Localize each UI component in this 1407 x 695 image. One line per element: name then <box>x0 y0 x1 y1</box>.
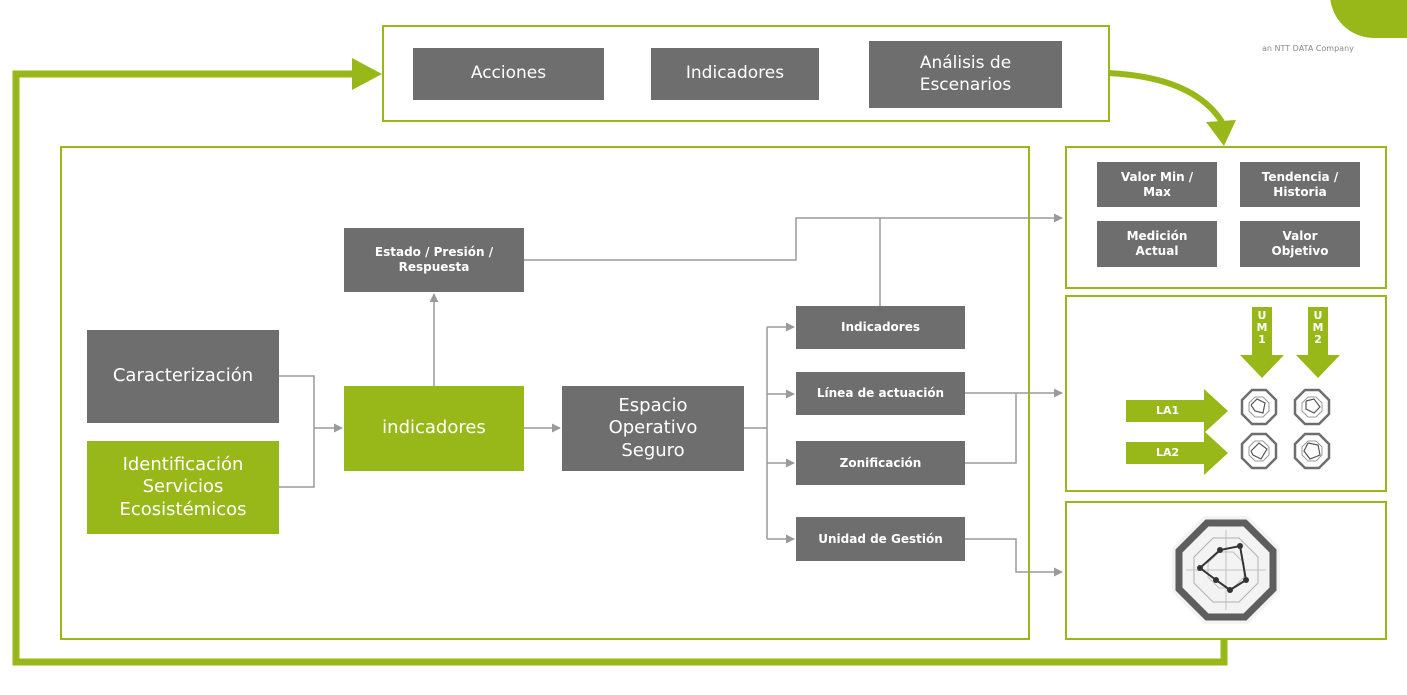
acciones-box: Acciones <box>413 48 604 100</box>
unidad-gestion-box: Unidad de Gestión <box>796 517 965 561</box>
espacio-operativo-seguro-box: Espacio Operativo Seguro <box>562 386 744 471</box>
large-radar-icon <box>1172 516 1280 624</box>
mini-radar-icon <box>1293 388 1331 426</box>
medicion-actual-box: Medición Actual <box>1097 221 1217 267</box>
caracterizacion-box: Caracterización <box>87 330 279 423</box>
tendencia-historia-box: Tendencia / Historia <box>1240 162 1360 207</box>
la1-arrow <box>1126 389 1228 433</box>
wire-estado-to-metrics <box>524 213 1063 261</box>
um1-label: U M 1 <box>1256 309 1268 346</box>
linea-actuacion-box: Línea de actuación <box>796 372 965 415</box>
analisis-escenarios-box: Análisis de Escenarios <box>869 41 1062 108</box>
zonificacion-box: Zonificación <box>796 441 965 485</box>
la1-label: LA1 <box>1156 404 1180 417</box>
mini-radar-icon <box>1240 432 1278 470</box>
wire-zonificacion-out <box>965 393 1017 464</box>
company-tagline-text: an NTT DATA Company <box>1262 44 1354 53</box>
metrics-panel-frame <box>1065 146 1387 289</box>
company-tagline: an NTT DATA Company <box>1262 44 1354 53</box>
valor-min-max-box: Valor Min / Max <box>1097 162 1217 207</box>
indicadores-center-box: indicadores <box>344 386 524 471</box>
valor-objetivo-box: Valor Objetivo <box>1240 221 1360 267</box>
feedback-loop-arrow <box>12 58 1228 666</box>
la2-label: LA2 <box>1156 446 1180 459</box>
scenario-output-arrow <box>1107 70 1236 146</box>
identificacion-servicios-box: Identificación Servicios Ecosistémicos <box>87 441 279 534</box>
estado-presion-respuesta-box: Estado / Presión / Respuesta <box>344 228 524 292</box>
mini-radar-icon <box>1293 432 1331 470</box>
management-units-panel-frame <box>1065 295 1387 492</box>
wire-identificacion <box>279 428 315 488</box>
la2-arrow <box>1126 431 1228 475</box>
mini-radar-icon <box>1240 388 1278 426</box>
um2-arrow <box>1296 307 1340 378</box>
indicadores-top-box: Indicadores <box>651 48 819 100</box>
wire-caracterizacion <box>279 375 315 428</box>
wire-unidad-out <box>965 538 1063 577</box>
um1-arrow <box>1240 307 1284 378</box>
branch-indicadores-box: Indicadores <box>796 306 965 349</box>
um2-label: U M 2 <box>1312 309 1324 346</box>
